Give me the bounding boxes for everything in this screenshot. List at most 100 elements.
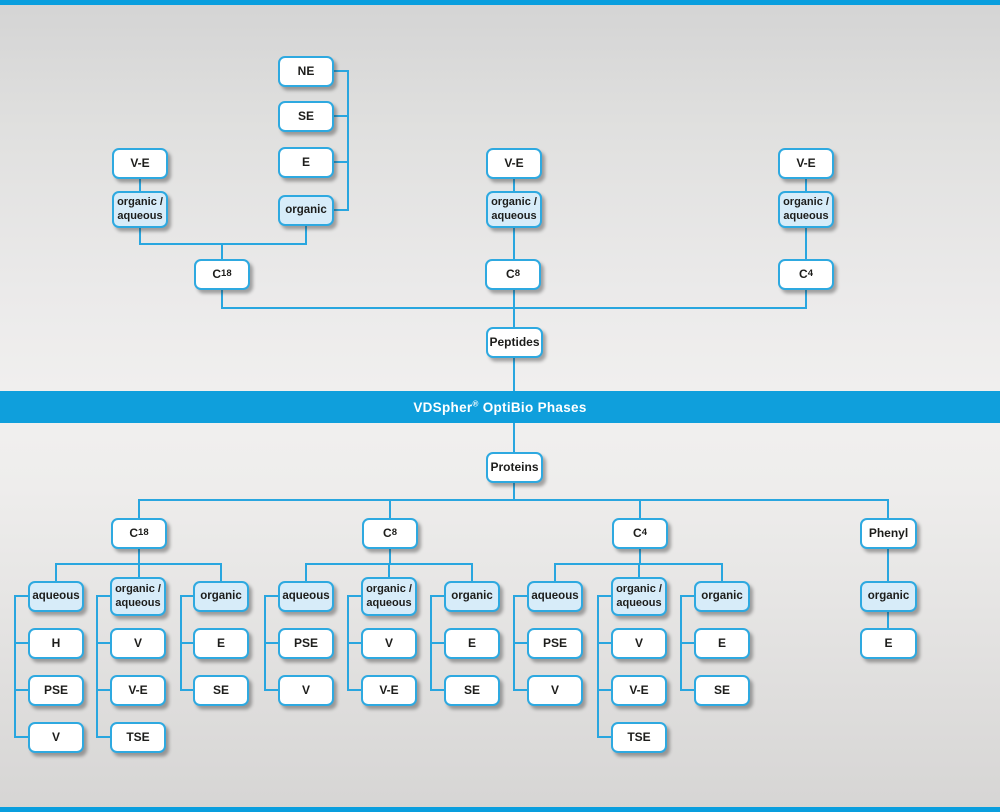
connector-line	[14, 595, 16, 738]
connector-line	[680, 595, 696, 597]
node-phenyl-organic: organic	[860, 581, 917, 612]
node-c18-aqueous-child-1: PSE	[28, 675, 84, 706]
connector-line	[139, 243, 307, 245]
node-c8-aqueous-child-1: V	[278, 675, 334, 706]
connector-line	[805, 290, 807, 309]
connector-line	[430, 689, 446, 691]
connector-line	[264, 689, 280, 691]
connector-line	[96, 595, 98, 738]
node-se: SE	[278, 101, 334, 132]
node-c4-organic-child-0: E	[694, 628, 750, 659]
connector-line	[138, 549, 140, 565]
connector-line	[138, 563, 140, 578]
connector-line	[597, 642, 613, 644]
node-peptides-root: Peptides	[486, 327, 543, 358]
connector-line	[597, 595, 599, 738]
node-c4-organic: organic	[694, 581, 750, 612]
connector-line	[96, 736, 112, 738]
connector-line	[805, 179, 807, 192]
node-e: E	[278, 147, 334, 178]
node-organic-aqueous-peptides-c18: organic / aqueous	[112, 191, 168, 228]
connector-line	[388, 563, 390, 578]
node-c4-organic-aqueous-child-1: V-E	[611, 675, 667, 706]
connector-line	[347, 689, 363, 691]
connector-line	[513, 595, 529, 597]
connector-line	[805, 228, 807, 260]
node-c18-organic: organic	[193, 581, 249, 612]
node-c18-organic-aqueous-child-0: V	[110, 628, 166, 659]
connector-line	[14, 642, 30, 644]
node-c8-organic-aqueous: organic / aqueous	[361, 577, 417, 616]
connector-line	[513, 483, 515, 501]
node-c4-organic-aqueous-child-2: TSE	[611, 722, 667, 753]
node-organic-aqueous-peptides-c8: organic / aqueous	[486, 191, 542, 228]
connector-line	[221, 290, 223, 309]
connector-line	[513, 689, 529, 691]
connector-line	[305, 563, 307, 582]
connector-line	[221, 307, 807, 309]
connector-line	[220, 563, 222, 582]
connector-line	[597, 736, 613, 738]
connector-line	[347, 595, 363, 597]
node-organic-peptides-c18: organic	[278, 195, 334, 226]
connector-line	[180, 595, 195, 597]
connector-line	[513, 290, 515, 328]
node-c18-organic-child-0: E	[193, 628, 249, 659]
connector-line	[333, 161, 349, 163]
connector-line	[333, 209, 349, 211]
connector-line	[721, 563, 723, 582]
connector-line	[513, 642, 529, 644]
connector-line	[887, 499, 889, 519]
node-c4-aqueous-child-0: PSE	[527, 628, 583, 659]
connector-line	[138, 499, 889, 501]
connector-line	[389, 499, 391, 519]
connector-line	[347, 642, 363, 644]
node-c8-organic-child-1: SE	[444, 675, 500, 706]
connector-line	[887, 549, 889, 582]
banner-title: VDSpher® OptiBio Phases	[413, 399, 587, 415]
connector-line	[139, 228, 141, 245]
node-c18-organic-aqueous-child-1: V-E	[110, 675, 166, 706]
connector-line	[513, 358, 515, 392]
node-organic-aqueous-peptides-c4: organic / aqueous	[778, 191, 834, 228]
node-ve-peptides-c8: V-E	[486, 148, 542, 179]
node-c8-aqueous-child-0: PSE	[278, 628, 334, 659]
connector-line	[389, 549, 391, 565]
connector-line	[305, 226, 307, 245]
connector-line	[513, 228, 515, 260]
node-c18-aqueous: aqueous	[28, 581, 84, 612]
node-proteins-root: Proteins	[486, 452, 543, 483]
connector-line	[597, 595, 613, 597]
connector-line	[264, 595, 280, 597]
connector-line	[513, 179, 515, 192]
node-ne: NE	[278, 56, 334, 87]
node-phenyl-organic-child-0: E	[860, 628, 917, 659]
connector-line	[554, 563, 556, 582]
node-ve-peptides-c18: V-E	[112, 148, 168, 179]
connector-line	[639, 499, 641, 519]
connector-line	[180, 689, 195, 691]
connector-line	[139, 179, 141, 192]
connector-line	[680, 642, 696, 644]
connector-line	[639, 549, 641, 565]
connector-line	[14, 689, 30, 691]
connector-line	[680, 689, 696, 691]
node-c4-aqueous: aqueous	[527, 581, 583, 612]
connector-line	[333, 70, 349, 72]
node-c8-organic-aqueous-child-1: V-E	[361, 675, 417, 706]
node-c4-organic-aqueous: organic / aqueous	[611, 577, 667, 616]
connector-line	[14, 595, 30, 597]
node-c18-organic-aqueous: organic / aqueous	[110, 577, 166, 616]
connector-line	[264, 642, 280, 644]
bottom-accent-bar	[0, 807, 1000, 812]
top-accent-bar	[0, 0, 1000, 5]
connector-line	[14, 736, 30, 738]
node-c4-organic-aqueous-child-0: V	[611, 628, 667, 659]
connector-line	[180, 642, 195, 644]
